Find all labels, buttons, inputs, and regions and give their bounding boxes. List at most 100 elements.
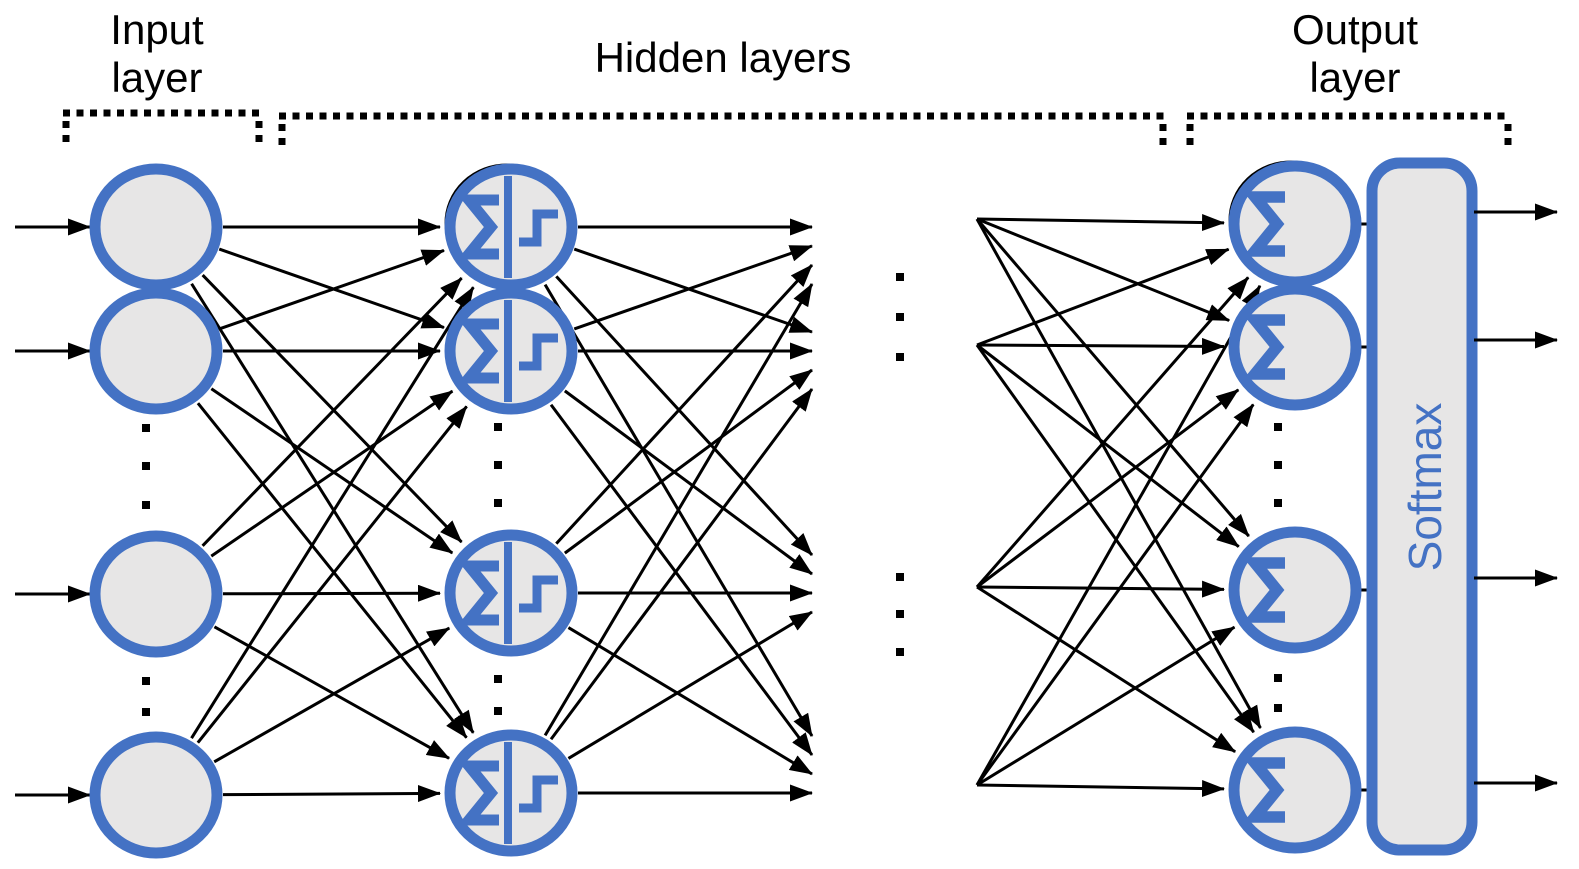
hidden-to-output-arrow: [975, 218, 1262, 729]
input-node: [89, 163, 223, 291]
hidden-to-output-arrow: [976, 388, 1240, 589]
hidden-to-output-arrow: [975, 403, 1255, 786]
ellipsis-dot: [896, 273, 904, 281]
ellipsis-dot: [494, 461, 502, 469]
hidden-layers-label: Hidden layers: [594, 34, 852, 81]
ellipsis-dot: [896, 353, 904, 361]
hidden-to-output-arrow: [976, 780, 1226, 798]
hidden-to-output-arrow: [976, 214, 1226, 232]
input-to-hidden-arrow: [190, 286, 475, 739]
hidden-to-output-arrow: [976, 585, 1236, 754]
input-to-hidden-arrow: [201, 276, 463, 547]
ellipsis-dot: [1274, 704, 1282, 712]
step-function-icon: [519, 775, 558, 813]
output-layer-label: Output layer: [1292, 6, 1418, 102]
input-layer-label-line1: Input: [110, 6, 204, 53]
input-layer-bracket: [62, 109, 263, 146]
ellipsis-dot: [1274, 499, 1282, 507]
input-to-hidden-arrow: [210, 387, 454, 555]
hidden-to-hidden-arrow: [549, 403, 814, 756]
ellipsis-dot: [896, 648, 904, 656]
ellipsis-dot: [142, 462, 150, 470]
output-layer-bracket: [1186, 112, 1512, 149]
hidden-neuron: [444, 287, 578, 415]
input-node: [89, 287, 223, 415]
ellipsis-dot: [1274, 461, 1282, 469]
sigma-icon: [1242, 757, 1285, 823]
step-function-icon: [519, 575, 558, 613]
ellipsis-dot: [896, 313, 904, 321]
ellipsis-dot: [142, 501, 150, 509]
output-neuron: [1228, 526, 1362, 654]
sigma-icon: [457, 194, 499, 260]
hidden-to-output-arrow: [976, 343, 1240, 548]
hidden-to-hidden-arrow: [567, 626, 813, 776]
hidden-to-hidden-arrow: [563, 368, 813, 555]
ellipsis-dot: [494, 675, 502, 683]
hidden-to-output-arrow: [976, 625, 1236, 787]
input-to-hidden-arrow: [196, 405, 468, 744]
hidden-to-output-arrow: [975, 284, 1262, 786]
hidden-to-output-arrow: [976, 247, 1230, 347]
hidden-to-output-arrow: [976, 217, 1231, 322]
hidden-to-hidden-arrow: [555, 275, 814, 557]
ellipsis-dot: [142, 677, 150, 685]
input-to-hidden-arrow: [222, 785, 442, 803]
hidden-to-hidden-arrow: [567, 610, 813, 760]
softmax-label: Softmax: [1399, 403, 1451, 572]
hidden-to-hidden-arrow: [573, 244, 813, 331]
input-to-hidden-arrow: [222, 584, 442, 602]
ellipsis-dot: [494, 707, 502, 715]
input-node: [89, 731, 223, 859]
step-function-icon: [519, 209, 558, 247]
hidden-to-output-arrow: [975, 276, 1250, 588]
output-neuron-body: [1228, 526, 1362, 654]
hidden-to-hidden-arrow: [549, 388, 814, 741]
softmax-box: [1366, 157, 1478, 856]
input-to-hidden-arrow: [213, 625, 450, 760]
hidden-to-output-arrow: [976, 337, 1226, 355]
ellipsis-dot: [494, 423, 502, 431]
output-layer-label-line2: layer: [1309, 54, 1401, 101]
ellipsis-dot: [896, 573, 904, 581]
hidden-to-output-arrow: [976, 580, 1226, 598]
ellipsis-dot: [142, 708, 150, 716]
sigma-icon: [457, 318, 499, 384]
input-layer-label: Input layer: [110, 6, 203, 102]
input-layer-label-line2: layer: [111, 54, 203, 101]
ellipsis-dot: [1274, 423, 1282, 431]
ellipsis-dot: [896, 610, 904, 618]
ellipsis-dot: [1274, 674, 1282, 682]
hidden-neuron: [444, 529, 578, 657]
hidden-neuron: [444, 163, 578, 291]
input-node: [89, 530, 223, 658]
output-neuron: [1228, 283, 1362, 411]
sigma-icon: [457, 760, 499, 826]
softmax-block: Softmax: [1366, 157, 1478, 856]
sigma-icon: [1242, 191, 1285, 257]
input-to-hidden-arrow: [213, 626, 451, 764]
input-to-hidden-arrow: [210, 389, 454, 558]
hidden-to-hidden-arrow: [543, 283, 814, 737]
hidden-to-output-arrow: [975, 218, 1250, 538]
output-neuron-body: [1228, 160, 1362, 288]
output-neuron: [1228, 160, 1362, 288]
output-neuron-body: [1228, 283, 1362, 411]
sigma-icon: [1242, 557, 1285, 623]
hidden-to-hidden-arrow: [555, 263, 814, 545]
output-layer-label-line1: Output: [1291, 6, 1419, 53]
hidden-to-hidden-arrow: [573, 247, 813, 334]
sigma-icon: [457, 560, 499, 626]
input-to-hidden-arrow: [190, 282, 475, 734]
step-function-icon: [519, 333, 558, 371]
sigma-icon: [1242, 314, 1285, 380]
input-to-hidden-arrow: [218, 248, 445, 331]
output-neuron-body: [1228, 726, 1362, 854]
ellipsis-dot: [142, 424, 150, 432]
output-neuron: [1228, 726, 1362, 854]
input-to-hidden-arrow: [196, 402, 468, 739]
hidden-layers-bracket: [278, 112, 1167, 149]
hidden-to-hidden-arrow: [563, 389, 813, 576]
